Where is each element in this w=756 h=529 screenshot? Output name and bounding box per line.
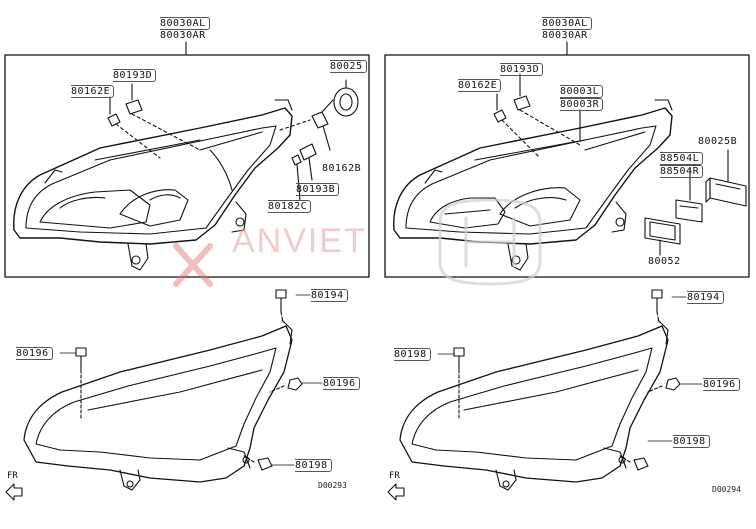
label-88504L: 88504L bbox=[660, 152, 704, 165]
watermark-text: ANVIET bbox=[232, 222, 367, 260]
label-80193D-right: 80193D bbox=[500, 63, 544, 76]
left-socket-80193B bbox=[299, 143, 317, 181]
label-80025: 80025 bbox=[330, 60, 367, 73]
lower-right-bolt-left bbox=[453, 347, 465, 421]
lower-right-nut-right bbox=[647, 377, 681, 393]
label-80193D-left: 80193D bbox=[113, 69, 157, 82]
left-assembly-label-r: 80030AR bbox=[160, 30, 206, 41]
label-80162E-right: 80162E bbox=[458, 79, 502, 92]
lower-right-label-left: 80198 bbox=[394, 348, 431, 361]
label-80052: 80052 bbox=[648, 256, 681, 267]
left-panel-frame bbox=[4, 54, 370, 278]
left-bulb-80182C bbox=[291, 154, 302, 201]
right-assembly-label-l: 80030AL bbox=[542, 17, 592, 30]
label-80003L: 80003L bbox=[560, 85, 604, 98]
label-80025B: 80025B bbox=[698, 136, 738, 147]
label-80182C: 80182C bbox=[268, 200, 312, 213]
lower-left-fr-label: FR bbox=[7, 471, 18, 481]
watermark-logo-mark bbox=[438, 198, 542, 286]
right-headlamp-assembly bbox=[393, 99, 673, 271]
label-80162E-left: 80162E bbox=[71, 85, 115, 98]
left-socket-80025 bbox=[321, 79, 359, 117]
lower-left-bolt-top bbox=[275, 289, 287, 323]
lower-right-label-bottom: 80198 bbox=[673, 435, 710, 448]
lower-right-figure-number: D00294 bbox=[712, 485, 741, 494]
right-gasket-80052 bbox=[644, 217, 681, 256]
lower-right-bolt-bottom bbox=[619, 455, 649, 471]
lower-left-label-bottom: 80198 bbox=[295, 459, 332, 472]
lower-right-bolt-top bbox=[651, 289, 663, 323]
lower-left-figure-number: D00293 bbox=[318, 481, 347, 490]
label-leaders bbox=[59, 294, 703, 466]
right-bulb-80162E bbox=[493, 93, 507, 123]
lower-left-label-top: 80194 bbox=[311, 289, 348, 302]
right-module-80025B bbox=[705, 149, 747, 207]
lower-left-label-left: 80196 bbox=[16, 347, 53, 360]
left-socket-80193D bbox=[125, 83, 143, 115]
label-88504R: 88504R bbox=[660, 165, 704, 178]
label-80162B: 80162B bbox=[322, 163, 362, 174]
lower-right-fr-arrow bbox=[387, 483, 405, 501]
label-80003R: 80003R bbox=[560, 98, 604, 111]
lower-right-housing bbox=[399, 319, 669, 491]
right-socket-80193D bbox=[513, 73, 531, 111]
left-headlamp-assembly bbox=[13, 99, 293, 271]
watermark-x-mark bbox=[173, 243, 213, 287]
left-assembly-label-l: 80030AL bbox=[160, 17, 210, 30]
left-bulb-80162B bbox=[311, 111, 331, 151]
lower-left-housing bbox=[23, 319, 293, 491]
lower-left-bolt-bottom bbox=[243, 455, 273, 471]
lower-left-fr-arrow bbox=[5, 483, 23, 501]
right-assembly-label-r: 80030AR bbox=[542, 30, 588, 41]
lower-right-label-right: 80196 bbox=[703, 378, 740, 391]
lower-right-fr-label: FR bbox=[389, 471, 400, 481]
lower-left-label-right: 80196 bbox=[323, 377, 360, 390]
left-bulb-80162E bbox=[107, 96, 121, 127]
right-bracket-88504 bbox=[675, 167, 703, 223]
label-80193B: 80193B bbox=[296, 183, 340, 196]
lower-right-label-top: 80194 bbox=[687, 291, 724, 304]
lower-left-nut-right bbox=[269, 377, 303, 393]
